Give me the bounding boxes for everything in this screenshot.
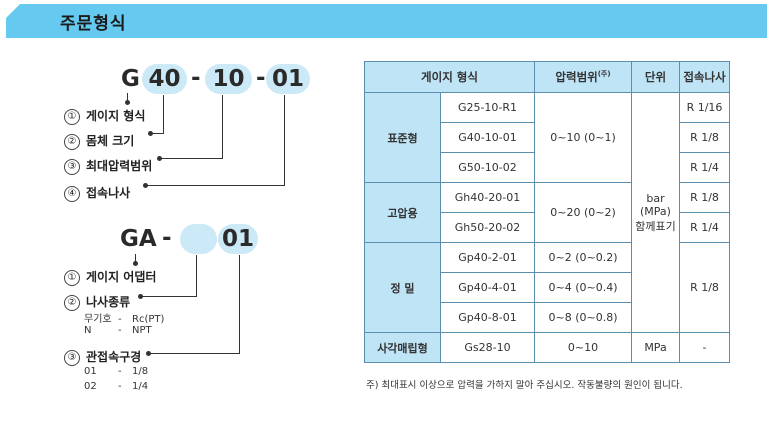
port-size-option: 01-1/8 bbox=[84, 366, 149, 377]
model-cell: G50-10-02 bbox=[440, 152, 535, 183]
connector-dot bbox=[143, 183, 148, 188]
header-pressure-range: 압력범위(주) bbox=[534, 61, 632, 93]
connector-dot bbox=[138, 294, 143, 299]
model-cell: Gh50-20-02 bbox=[440, 212, 535, 243]
code2-prefix: GA bbox=[120, 226, 157, 252]
connector-dot bbox=[133, 261, 138, 266]
model-cell: G40-10-01 bbox=[440, 122, 535, 153]
thread-type-option: N-NPT bbox=[84, 325, 152, 336]
code1-pressure-pill: 10 bbox=[205, 64, 252, 94]
unit-cell: MPa bbox=[631, 332, 680, 363]
footnote: 주) 최대표시 이상으로 압력을 가하지 말아 주십시오. 작동불량의 원인이 … bbox=[366, 380, 683, 391]
header-corner-notch bbox=[6, 4, 20, 18]
table-row: Gh50-20-02 R 1/4 bbox=[365, 212, 730, 243]
connector-dot bbox=[146, 351, 151, 356]
range-cell: 0~20 (0~2) bbox=[534, 182, 632, 243]
range-cell: 0~10 (0~1) bbox=[534, 92, 632, 183]
connector-line bbox=[196, 255, 197, 297]
connector-line bbox=[149, 353, 240, 354]
connector-line bbox=[284, 95, 285, 186]
connector-dot bbox=[125, 100, 130, 105]
connector-dot bbox=[157, 156, 162, 161]
header-thread: 접속나사 bbox=[679, 61, 730, 93]
code2-thread-type-pill bbox=[180, 224, 217, 254]
thread-type-option: 무기호-Rc(PT) bbox=[84, 314, 165, 325]
code1-dash-2: - bbox=[256, 65, 266, 91]
model-cell: G25-10-R1 bbox=[440, 92, 535, 123]
port-size-option: 02-1/4 bbox=[84, 381, 149, 392]
table-row: G40-10-01 R 1/8 bbox=[365, 122, 730, 153]
thread-cell: R 1/8 bbox=[679, 122, 730, 153]
model-cell: Gp40-8-01 bbox=[440, 302, 535, 333]
category-precision: 정 밀 bbox=[364, 242, 441, 333]
code2-dash: - bbox=[162, 225, 172, 251]
range-cell: 0~2 (0~0.2) bbox=[534, 242, 632, 273]
category-panel-mount: 사각매립형 bbox=[364, 332, 441, 363]
model-cell: Gp40-4-01 bbox=[440, 272, 535, 303]
code1-size-pill: 40 bbox=[142, 64, 187, 94]
connector-line bbox=[151, 133, 164, 134]
model-cell: Gh40-20-01 bbox=[440, 182, 535, 213]
model-cell: Gp40-2-01 bbox=[440, 242, 535, 273]
connector-line bbox=[160, 158, 223, 159]
table-row: 사각매립형 Gs28-10 0~10 MPa - bbox=[364, 332, 730, 363]
range-cell: 0~8 (0~0.8) bbox=[534, 302, 632, 333]
header-unit: 단위 bbox=[631, 61, 680, 93]
connector-line bbox=[141, 296, 197, 297]
table-header-row: 게이지 형식 압력범위(주) 단위 접속나사 bbox=[364, 61, 730, 93]
header-gauge-type: 게이지 형식 bbox=[364, 61, 535, 93]
category-standard: 표준형 bbox=[364, 92, 441, 183]
code1-thread-pill: 01 bbox=[266, 64, 310, 94]
thread-cell: R 1/4 bbox=[679, 212, 730, 243]
section-header-bar bbox=[6, 4, 767, 38]
table-row: 정 밀 Gp40-2-01 0~2 (0~0.2) R 1/8 bbox=[364, 242, 730, 333]
range-cell: 0~4 (0~0.4) bbox=[534, 272, 632, 303]
connector-line bbox=[222, 95, 223, 159]
table-row: Gp40-4-01 0~4 (0~0.4) bbox=[365, 272, 730, 303]
thread-cell: R 1/8 bbox=[679, 242, 730, 333]
connector-dot bbox=[148, 131, 153, 136]
connector-line bbox=[127, 93, 128, 101]
model-cell: Gs28-10 bbox=[440, 332, 535, 363]
thread-cell: R 1/4 bbox=[679, 152, 730, 183]
section-title: 주문형식 bbox=[60, 14, 127, 34]
table-row: G50-10-02 R 1/4 bbox=[365, 152, 730, 183]
thread-cell: - bbox=[679, 332, 730, 363]
table-row: 표준형 G25-10-R1 0~10 (0~1) bar (MPa) 함께표기 … bbox=[364, 92, 730, 333]
thread-cell: R 1/16 bbox=[679, 92, 730, 123]
unit-cell: bar (MPa) 함께표기 bbox=[631, 92, 680, 333]
code2-port-size-pill: 01 bbox=[218, 224, 258, 254]
code1-prefix: G bbox=[121, 66, 140, 92]
range-cell: 0~10 bbox=[534, 332, 632, 363]
connector-line bbox=[146, 185, 285, 186]
code1-dash-1: - bbox=[191, 65, 201, 91]
category-high-pressure: 고압용 bbox=[364, 182, 441, 243]
connector-line bbox=[135, 254, 136, 262]
connector-line bbox=[239, 255, 240, 354]
table-row: 고압용 Gh40-20-01 0~20 (0~2) R 1/8 bbox=[364, 182, 730, 243]
thread-cell: R 1/8 bbox=[679, 182, 730, 213]
table-row: Gp40-8-01 0~8 (0~0.8) bbox=[365, 302, 730, 333]
gauge-spec-table: 게이지 형식 압력범위(주) 단위 접속나사 표준형 G25-10-R1 0~1… bbox=[364, 61, 730, 363]
connector-line bbox=[163, 95, 164, 134]
